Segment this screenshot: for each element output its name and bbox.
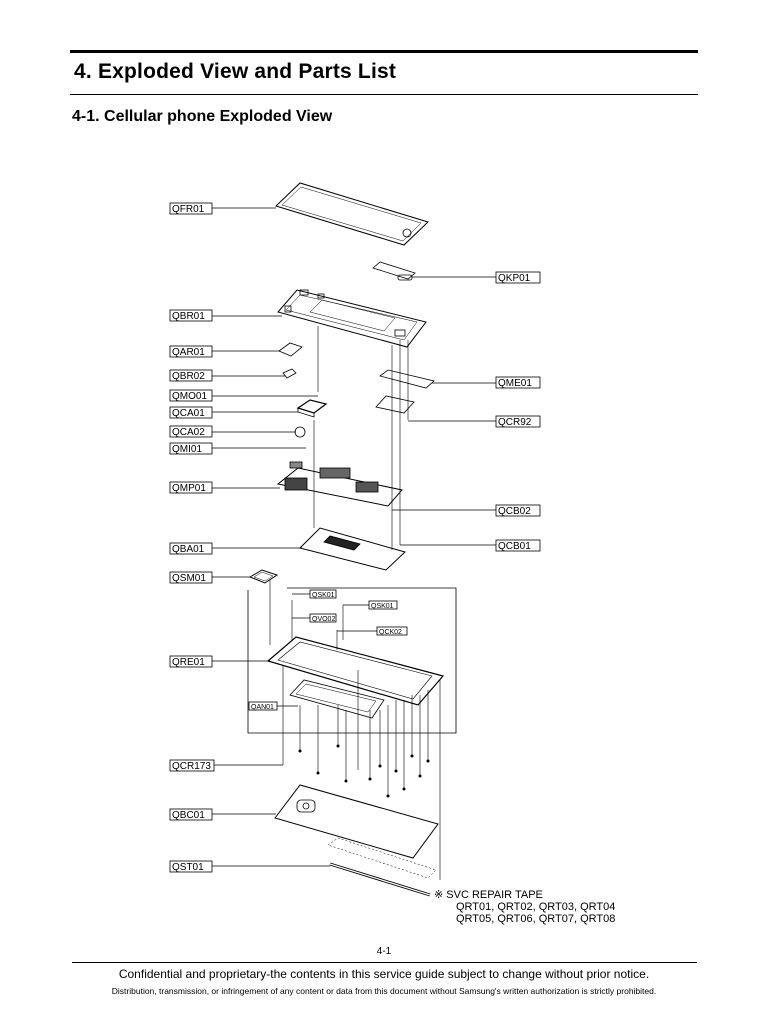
label-QMI01: QMI01 [172, 444, 202, 455]
top-rule [70, 50, 698, 53]
label-QBR01: QBR01 [172, 311, 205, 322]
label-QCB02: QCB02 [498, 506, 531, 517]
label-QVO02: QVO02 [312, 616, 335, 623]
label-QBC01: QBC01 [172, 810, 205, 821]
note-line-2: QRT05, QRT06, QRT07, QRT08 [456, 913, 616, 925]
heading-rule [70, 94, 698, 95]
rear-case-part [266, 636, 445, 719]
bracket-part [277, 289, 427, 348]
screw-set [291, 600, 430, 798]
label-QST01: QST01 [172, 862, 204, 873]
rear-case-group-box [247, 587, 457, 734]
note-title: SVC REPAIR TAPE [446, 889, 543, 901]
label-QCK02: QCK02 [379, 629, 402, 636]
section-heading: 4. Exploded View and Parts List [74, 60, 397, 83]
left-labels [169, 202, 408, 873]
label-QRE01: QRE01 [172, 657, 205, 668]
camera-part [294, 399, 328, 438]
back-cover-part [274, 784, 439, 859]
label-QAR01: QAR01 [172, 347, 205, 358]
label-QAN01: QAN01 [251, 704, 274, 711]
label-QCR92: QCR92 [498, 417, 532, 428]
footer-distribution: Distribution, transmission, or infringem… [111, 986, 657, 996]
exploded-view-diagram: QFR01 QBR01 QAR01 QBR02 QMO01 QCA01 QCA0… [169, 182, 541, 897]
note-mark: ※ [434, 889, 444, 901]
audio-flex-part [278, 342, 303, 379]
battery-part [299, 527, 406, 571]
label-QBA01: QBA01 [172, 544, 205, 555]
main-pcb-part [276, 461, 403, 507]
stylus-part [327, 837, 437, 897]
assembly-lines [269, 326, 441, 880]
label-QCA02: QCA02 [172, 427, 205, 438]
page-number: 4-1 [376, 946, 392, 957]
footer-rule [72, 962, 697, 963]
label-QCB01: QCB01 [498, 541, 531, 552]
motor-flex-part [375, 369, 435, 414]
label-QMP01: QMP01 [172, 483, 206, 494]
home-key-part [372, 261, 416, 281]
label-QCR173: QCR173 [172, 761, 211, 772]
label-QFR01: QFR01 [172, 204, 205, 215]
label-QKP01: QKP01 [498, 273, 531, 284]
label-QSK01-b: QSK01 [371, 603, 394, 610]
note-line-1: QRT01, QRT02, QRT03, QRT04 [456, 901, 616, 913]
label-QMO01: QMO01 [172, 391, 207, 402]
label-QSK01-a: QSK01 [312, 592, 335, 599]
footer-confidential: Confidential and proprietary-the content… [118, 967, 650, 981]
label-QCA01: QCA01 [172, 408, 205, 419]
subsection-heading: 4-1. Cellular phone Exploded View [72, 108, 333, 125]
label-QSM01: QSM01 [172, 573, 206, 584]
sim-tray-part [248, 569, 279, 584]
front-display-part [275, 182, 429, 246]
label-QBR02: QBR02 [172, 371, 205, 382]
right-labels [392, 271, 541, 552]
repair-tape-note: ※ SVC REPAIR TAPE [434, 888, 543, 901]
label-QME01: QME01 [498, 378, 532, 389]
